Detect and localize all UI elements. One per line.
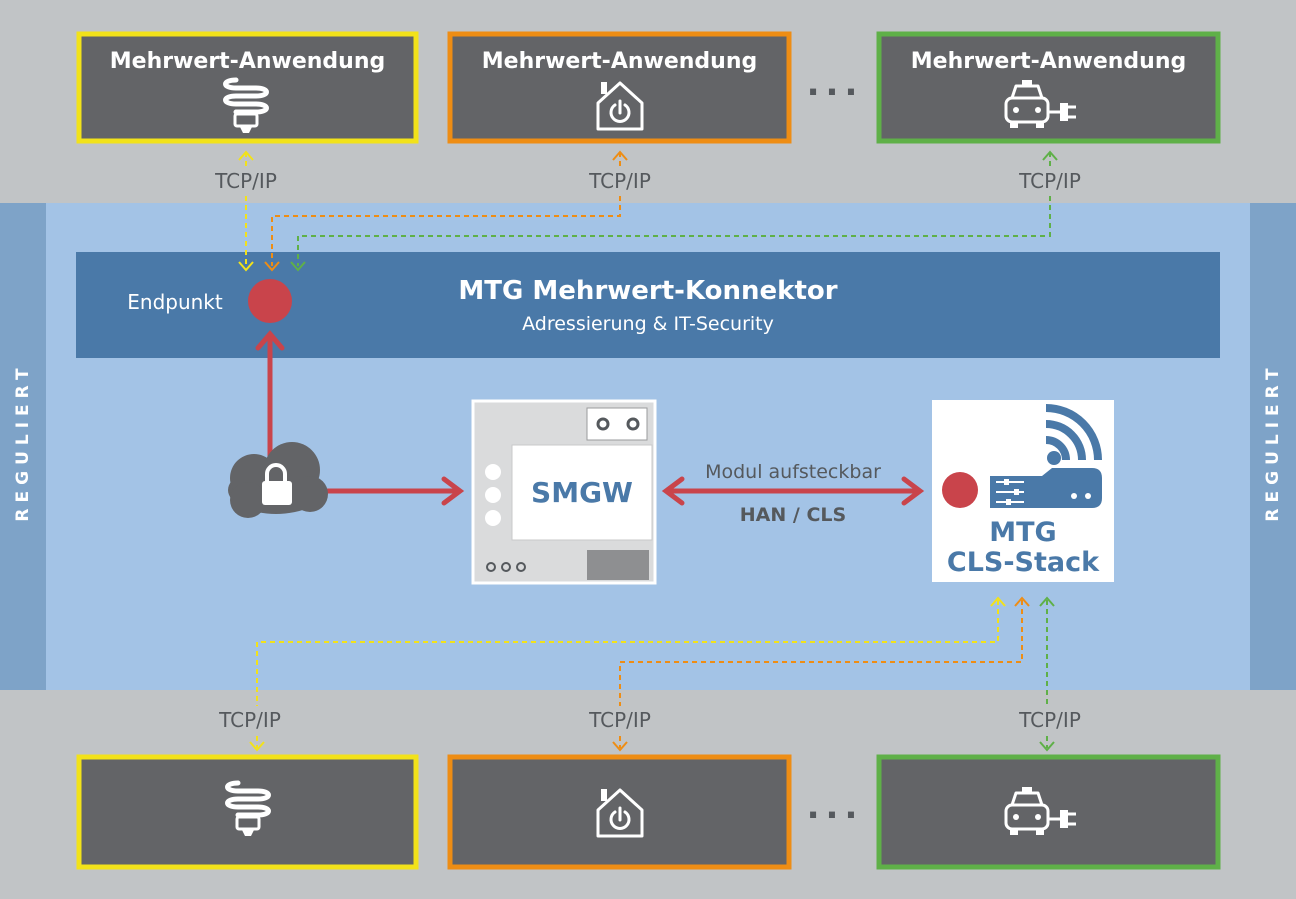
smgw-device — [471, 399, 657, 585]
top-arrowheads — [238, 150, 1058, 272]
regulated-label-right: REGULIERT — [1263, 362, 1283, 522]
tcp-label-top-1: TCP/IP — [215, 169, 277, 193]
top-app-box-2 — [447, 31, 792, 144]
wifi-icon — [1045, 404, 1102, 461]
link-bottom-label: HAN / CLS — [739, 504, 847, 526]
bottom-ellipsis: ... — [806, 787, 864, 827]
top-app-title-3: Mehrwert-Anwendung — [910, 49, 1187, 74]
regulated-label-left: REGULIERT — [13, 362, 33, 522]
bottom-device-box-1 — [76, 754, 419, 870]
top-app-title-1: Mehrwert-Anwendung — [109, 49, 386, 74]
connector-title: MTG Mehrwert-Konnektor — [458, 276, 838, 306]
tcp-label-bottom-1: TCP/IP — [219, 708, 281, 732]
smgw-label: SMGW — [531, 476, 633, 509]
regulated-sidebar-left — [0, 203, 46, 690]
top-ellipsis: ... — [806, 64, 864, 104]
tcp-label-top-3: TCP/IP — [1019, 169, 1081, 193]
cls-stack-line2: CLS-Stack — [946, 547, 1100, 578]
regulated-sidebar-right — [1250, 203, 1296, 690]
tcp-label-bottom-3: TCP/IP — [1019, 708, 1081, 732]
link-top-label: Modul aufsteckbar — [705, 461, 881, 483]
tcp-label-bottom-2: TCP/IP — [589, 708, 651, 732]
tcp-label-top-2: TCP/IP — [589, 169, 651, 193]
endpoint-dot — [248, 279, 292, 323]
top-connections — [245, 152, 1051, 266]
bottom-arrowheads — [249, 596, 1055, 752]
connector-subtitle: Adressierung & IT-Security — [522, 313, 774, 335]
secure-connection — [255, 330, 925, 506]
bottom-connections — [256, 600, 1048, 748]
cls-stack-device — [932, 400, 1114, 582]
top-app-title-2: Mehrwert-Anwendung — [481, 49, 758, 74]
secure-cloud-icon — [228, 442, 328, 518]
top-app-box-3 — [876, 31, 1221, 144]
cls-stack-line1: MTG — [989, 517, 1057, 548]
endpoint-label: Endpunkt — [127, 290, 223, 314]
cls-endpoint-dot — [942, 472, 978, 508]
